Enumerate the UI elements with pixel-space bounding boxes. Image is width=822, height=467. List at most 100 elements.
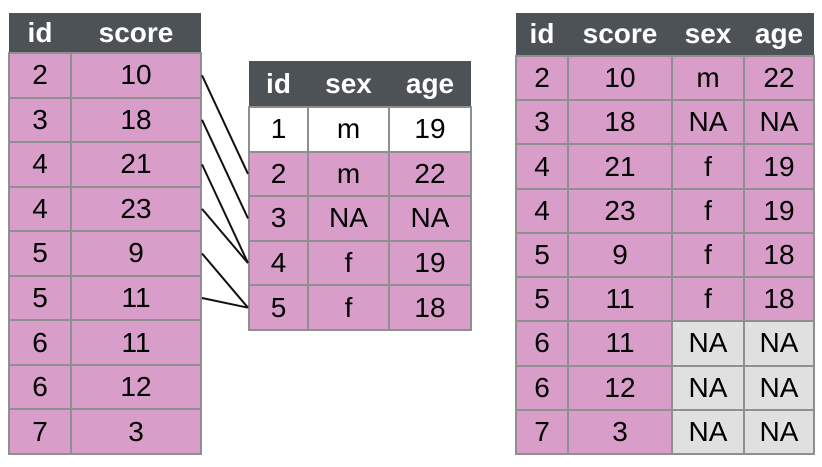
table-cell: 3	[248, 195, 309, 242]
header-cell-age: age	[389, 61, 471, 107]
table-cell: 11	[567, 276, 673, 323]
table-cell: 22	[743, 54, 815, 102]
table-cell: 5	[8, 230, 72, 277]
header-cell-sex: sex	[672, 13, 744, 56]
table-cell: NA	[388, 195, 472, 242]
table-cell: NA	[743, 364, 815, 411]
table-cell: 18	[743, 276, 815, 323]
table-cell: 5	[515, 276, 569, 323]
table-cell: NA	[671, 99, 745, 146]
table-cell: 11	[567, 320, 673, 367]
table-cell: 18	[388, 284, 472, 331]
table-cell: 18	[70, 96, 202, 144]
table-cell: 19	[388, 239, 472, 287]
header-cell-id: id	[516, 13, 568, 56]
table-cell: m	[307, 106, 390, 153]
table-cell: 4	[515, 187, 569, 234]
table-cell: 18	[743, 231, 815, 279]
table-cell: 10	[70, 52, 202, 99]
table-cell: 12	[70, 363, 202, 411]
table-cell: 9	[567, 231, 673, 279]
table-cell: 23	[567, 187, 673, 234]
table-cell: 2	[8, 52, 72, 99]
table-cell: 9	[70, 230, 202, 277]
table-cell: 2	[248, 150, 309, 198]
table-cell: NA	[743, 320, 815, 367]
table-cell: f	[671, 276, 745, 323]
table-cell: 5	[8, 274, 72, 322]
table-cell: NA	[671, 364, 745, 411]
header-cell-score: score	[568, 13, 672, 56]
table-cell: NA	[671, 408, 745, 456]
table-cell: 6	[8, 363, 72, 411]
join-line	[201, 297, 249, 309]
table-cell: 11	[70, 274, 202, 322]
table-cell: 6	[515, 320, 569, 367]
table-cell: 7	[8, 408, 72, 455]
join-line	[201, 252, 249, 309]
table-cell: 19	[388, 106, 472, 153]
table-cell: 18	[567, 99, 673, 146]
table-cell: 19	[743, 143, 815, 190]
table-cell: 11	[70, 319, 202, 366]
join-line	[201, 208, 249, 264]
header-cell-sex: sex	[308, 61, 389, 107]
join-line	[201, 119, 249, 219]
table-cell: NA	[743, 99, 815, 146]
join-line	[201, 74, 249, 175]
table-cell: 21	[567, 143, 673, 190]
table-cell: f	[671, 143, 745, 190]
table-cell: 3	[8, 96, 72, 144]
table-cell: 4	[515, 143, 569, 190]
header-cell-id: id	[249, 61, 308, 107]
table-cell: 3	[567, 408, 673, 456]
table-cell: NA	[743, 408, 815, 456]
table-cell: 21	[70, 141, 202, 188]
table-cell: 2	[515, 54, 569, 102]
table-cell: f	[671, 187, 745, 234]
table-cell: 1	[248, 106, 309, 153]
table-cell: 4	[248, 239, 309, 287]
header-cell-id: id	[9, 13, 71, 53]
table-cell: 22	[388, 150, 472, 198]
table-cell: NA	[671, 320, 745, 367]
table-cell: f	[307, 239, 390, 287]
table-cell: 7	[515, 408, 569, 456]
table-cell: f	[307, 284, 390, 331]
table-cell: 6	[515, 364, 569, 411]
table-cell: NA	[307, 195, 390, 242]
table-cell: 23	[70, 185, 202, 233]
table-cell: m	[307, 150, 390, 198]
table-cell: 3	[70, 408, 202, 455]
